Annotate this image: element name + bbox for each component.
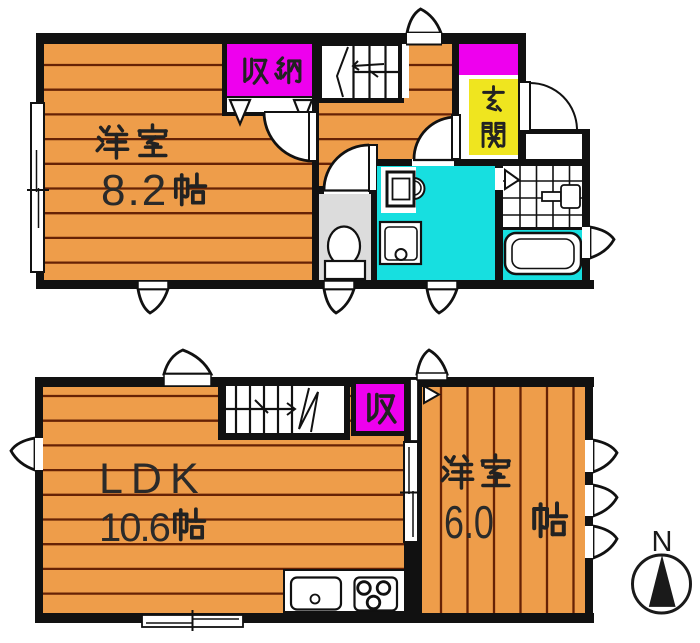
svg-text:8.2: 8.2	[101, 166, 168, 215]
svg-text:10.6: 10.6	[99, 506, 170, 550]
svg-text:6.0: 6.0	[444, 497, 494, 548]
svg-text:LDK: LDK	[99, 455, 207, 503]
svg-text:N: N	[652, 526, 673, 558]
